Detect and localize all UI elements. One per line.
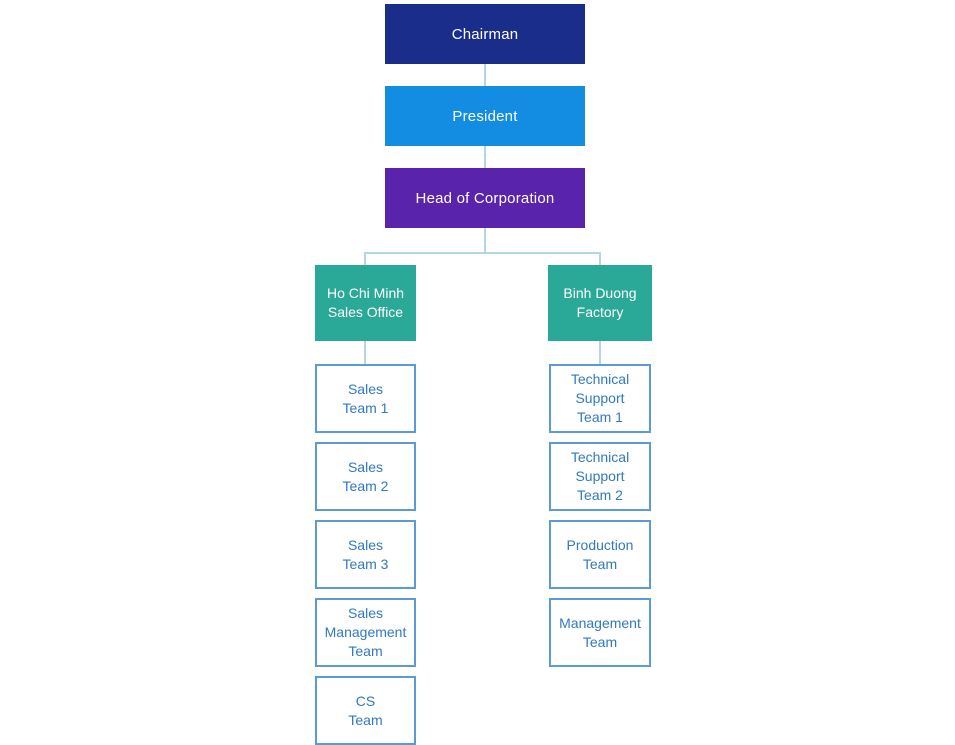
node-cs-team-label: CS Team <box>348 692 383 728</box>
node-sales-team-3: Sales Team 3 <box>315 520 416 589</box>
node-technical-support-team-2-label: Technical Support Team 2 <box>570 449 630 503</box>
node-sales-team-3-label: Sales Team 3 <box>342 536 389 572</box>
node-technical-support-team-2: Technical Support Team 2 <box>549 442 651 511</box>
node-ho-chi-minh-sales-office: Ho Chi Minh Sales Office <box>315 265 416 341</box>
connector-head-branch-stem <box>484 228 486 254</box>
node-sales-management-team: Sales Management Team <box>315 598 416 667</box>
node-management-team-label: Management Team <box>559 614 641 650</box>
connector-left-branch-teams <box>364 341 366 364</box>
node-binh-duong-factory: Binh Duong Factory <box>548 265 652 341</box>
node-sales-team-1-label: Sales Team 1 <box>342 380 389 416</box>
node-sales-team-1: Sales Team 1 <box>315 364 416 433</box>
connector-branch-horizontal <box>364 252 601 254</box>
node-cs-team: CS Team <box>315 676 416 745</box>
node-technical-support-team-1-label: Technical Support Team 1 <box>570 371 630 425</box>
connector-drop-left-branch <box>364 254 366 265</box>
node-management-team: Management Team <box>549 598 651 667</box>
connector-president-head <box>484 146 486 168</box>
node-binh-duong-factory-label: Binh Duong Factory <box>563 285 637 320</box>
node-sales-management-team-label: Sales Management Team <box>324 605 407 659</box>
node-ho-chi-minh-sales-office-label: Ho Chi Minh Sales Office <box>326 285 405 320</box>
connector-chairman-president <box>484 64 486 86</box>
node-sales-team-2: Sales Team 2 <box>315 442 416 511</box>
node-chairman-label: Chairman <box>451 25 519 43</box>
node-production-team: Production Team <box>549 520 651 589</box>
connector-right-branch-teams <box>599 341 601 364</box>
node-president: President <box>385 86 585 146</box>
node-technical-support-team-1: Technical Support Team 1 <box>549 364 651 433</box>
node-head-of-corporation-label: Head of Corporation <box>415 189 555 207</box>
node-chairman: Chairman <box>385 4 585 64</box>
node-sales-team-2-label: Sales Team 2 <box>342 458 389 494</box>
node-production-team-label: Production Team <box>566 536 634 572</box>
node-head-of-corporation: Head of Corporation <box>385 168 585 228</box>
connector-drop-right-branch <box>599 254 601 265</box>
node-president-label: President <box>452 107 518 125</box>
